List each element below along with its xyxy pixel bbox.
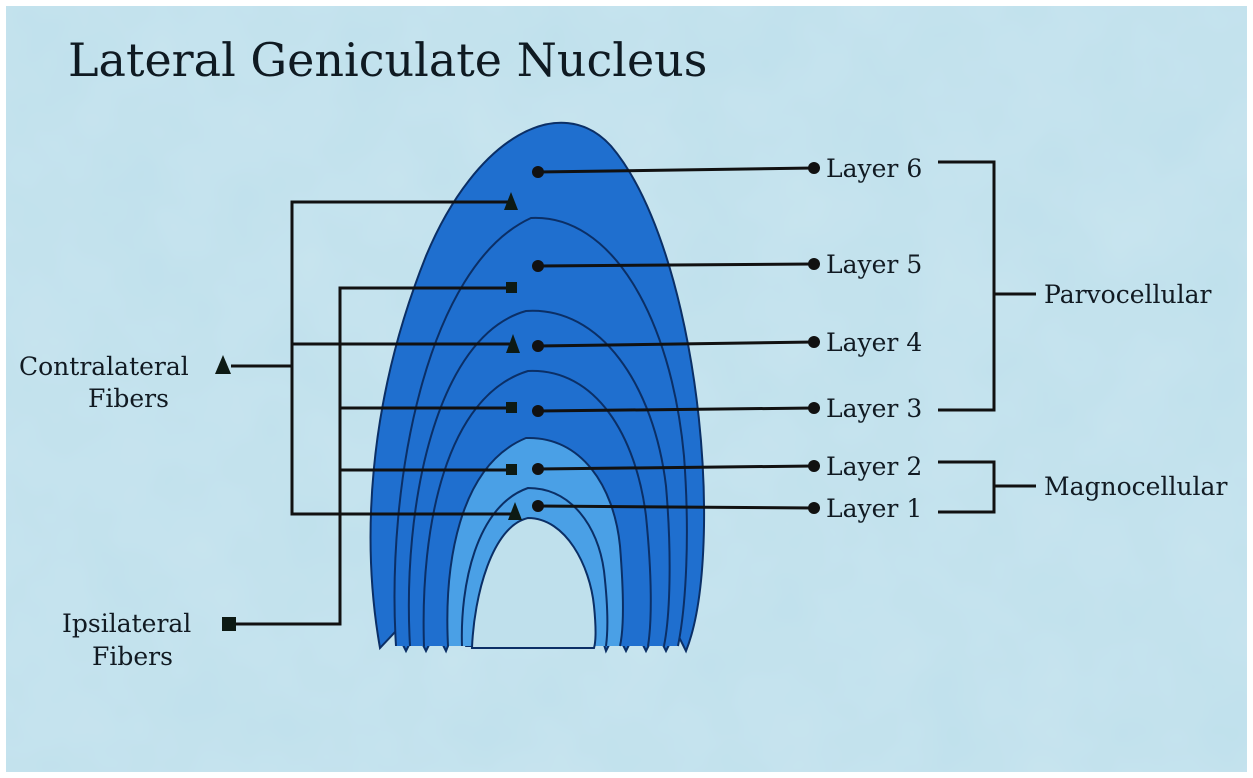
layer-4-label: Layer 4 [826,328,922,357]
dot [808,402,820,414]
square-marker [506,464,517,475]
ipsilateral-label-line2: Fibers [92,642,173,671]
dot [808,162,820,174]
dot [808,502,820,514]
square-marker [506,282,517,293]
dot [532,260,544,272]
dot [808,336,820,348]
ipsilateral-square-icon [222,617,236,631]
diagram-canvas: Lateral Geniculate Nucleus [6,6,1247,772]
magnocellular-label: Magnocellular [1044,472,1227,501]
contralateral-label-line1: Contralateral [19,352,189,381]
contralateral-label-line2: Fibers [88,384,169,413]
dot [808,460,820,472]
layer-1-pointer [538,506,814,508]
dot [532,500,544,512]
square-marker [506,402,517,413]
lgn-diagram: Lateral Geniculate Nucleus [6,6,1247,772]
ipsilateral-label-line1: Ipsilateral [62,609,191,638]
dot [532,463,544,475]
diagram-title: Lateral Geniculate Nucleus [68,33,707,87]
layer-6-label: Layer 6 [826,154,922,183]
parvocellular-label: Parvocellular [1044,280,1212,309]
dot [808,258,820,270]
dot [532,166,544,178]
dot [532,340,544,352]
layer-1-label: Layer 1 [826,494,922,523]
layer-5-pointer [538,264,814,266]
layer-2-label: Layer 2 [826,452,922,481]
dot [532,405,544,417]
layer-3-label: Layer 3 [826,394,922,423]
layer-5-label: Layer 5 [826,250,922,279]
